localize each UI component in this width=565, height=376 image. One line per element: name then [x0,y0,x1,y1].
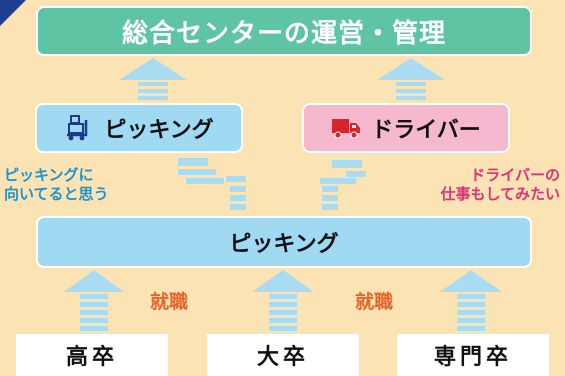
left-note-line-1: ピッキングに [4,166,94,184]
picking-box: ピッキング [35,103,243,153]
main-picking-label: ピッキング [229,232,339,257]
corner-decoration [0,0,26,26]
left-note-line-2: 向いてると思う [4,185,109,203]
employment-label-1: 就職 [150,291,189,313]
employment-label-2: 就職 [355,291,394,313]
connector-right [320,160,366,210]
entry-high-school-label: 高卒 [65,345,118,370]
up-arrow-left-top [119,58,187,100]
title-text: 総合センターの運営・管理 [121,18,446,49]
entry-vocational-label: 専門卒 [433,345,512,370]
up-arrow-right-top [377,58,445,100]
entry-high-school: 高卒 [16,334,168,376]
truck-icon [331,114,361,142]
up-arrow-bottom-2 [252,270,314,331]
title-box: 総合センターの運営・管理 [36,6,532,56]
right-note-line-1: ドライバーの [470,166,560,184]
connector-left [178,158,246,210]
picking-box-label: ピッキング [104,118,214,143]
up-arrow-bottom-1 [64,270,124,331]
right-note-line-2: 仕事もしてみたい [440,185,560,203]
entry-university-label: 大卒 [256,345,309,370]
right-note: ドライバーの 仕事もしてみたい [380,166,560,204]
up-arrow-bottom-3 [440,270,502,331]
left-note: ピッキングに 向いてると思う [4,166,174,204]
driver-box: ドライバー [302,103,510,153]
entry-vocational: 専門卒 [397,334,549,376]
main-picking-bar: ピッキング [36,216,532,268]
driver-box-label: ドライバー [371,118,481,143]
cart-boxes-icon [64,114,94,142]
entry-university: 大卒 [207,334,359,376]
